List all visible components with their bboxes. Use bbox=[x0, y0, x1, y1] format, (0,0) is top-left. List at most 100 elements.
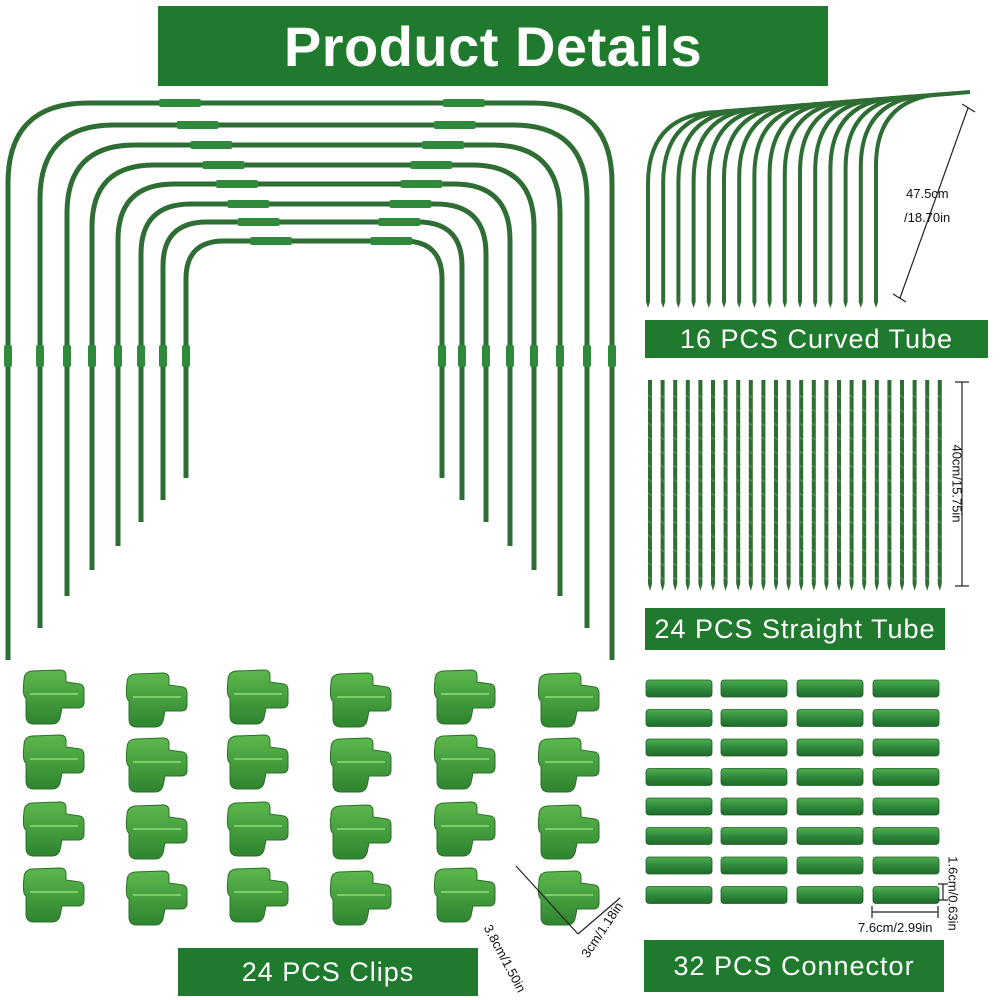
clip bbox=[537, 672, 600, 728]
tube-ridge bbox=[698, 562, 703, 567]
tube-ridge bbox=[761, 394, 766, 399]
tube-ridge bbox=[849, 548, 854, 553]
tube-ridge bbox=[735, 408, 741, 413]
hoop-connector bbox=[190, 141, 233, 149]
tube-ridge bbox=[824, 478, 829, 483]
tube-ridge bbox=[761, 576, 766, 581]
connector bbox=[796, 709, 864, 727]
tube-ridge bbox=[773, 450, 779, 455]
tube-ridge bbox=[836, 450, 842, 455]
hoop-arch bbox=[64, 142, 563, 596]
clip bbox=[329, 870, 392, 926]
tube-ridge bbox=[937, 436, 943, 441]
tube-ridge bbox=[748, 562, 754, 567]
tube-ridge bbox=[773, 422, 779, 427]
hoop-connector bbox=[482, 345, 490, 367]
tube-ridge bbox=[685, 436, 691, 441]
tube-ridge bbox=[798, 506, 804, 511]
tube-ridge bbox=[849, 520, 854, 525]
tube-ridge bbox=[861, 478, 867, 483]
page-title: Product Details bbox=[158, 6, 828, 86]
tube-ridge bbox=[798, 576, 804, 581]
tube-ridge bbox=[824, 464, 829, 469]
connector bbox=[796, 738, 864, 757]
tube-ridge bbox=[811, 422, 817, 427]
tube-ridge bbox=[798, 464, 804, 469]
tube-ridge bbox=[647, 492, 653, 497]
tube-ridge bbox=[647, 436, 653, 441]
hoop-connector bbox=[400, 180, 443, 188]
tube-ridge bbox=[836, 506, 842, 511]
tube-ridge bbox=[899, 492, 905, 497]
hoop-arch bbox=[115, 181, 513, 546]
tube-ridge bbox=[849, 506, 854, 511]
tube-ridge bbox=[786, 394, 791, 399]
tube-ridge bbox=[861, 394, 867, 399]
tube-ridge bbox=[672, 576, 678, 581]
tube-ridge bbox=[874, 478, 880, 483]
tube-ridge bbox=[723, 422, 728, 427]
tube-ridge bbox=[899, 534, 905, 539]
tube-ridge bbox=[748, 408, 754, 413]
tube-ridge bbox=[849, 534, 854, 539]
tube-ridge bbox=[710, 548, 716, 553]
tube-ridge bbox=[748, 492, 754, 497]
tube-ridge bbox=[710, 576, 716, 581]
tube-ridge bbox=[811, 394, 817, 399]
tube-ridge bbox=[937, 408, 943, 413]
clip bbox=[329, 672, 392, 728]
tube-ridge bbox=[660, 394, 665, 399]
tube-ridge bbox=[836, 492, 842, 497]
tube-ridge bbox=[672, 422, 678, 427]
tube-ridge bbox=[811, 464, 817, 469]
tube-ridge bbox=[710, 408, 716, 413]
tube-ridge bbox=[874, 464, 880, 469]
tube-ridge bbox=[824, 422, 829, 427]
tube-ridge bbox=[811, 534, 817, 539]
tube-ridge bbox=[647, 464, 653, 469]
hoop-connector bbox=[583, 345, 591, 367]
clip bbox=[537, 737, 600, 793]
tube-ridge bbox=[798, 520, 804, 525]
tube-ridge bbox=[912, 464, 917, 469]
connector bbox=[645, 827, 713, 845]
tube-tip bbox=[646, 302, 650, 308]
hoop-connector bbox=[88, 345, 96, 367]
tube-ridge bbox=[887, 464, 892, 469]
tube-ridge bbox=[698, 394, 703, 399]
tube-ridge bbox=[836, 548, 842, 553]
tube-tip bbox=[937, 584, 942, 591]
tube-ridge bbox=[761, 562, 766, 567]
tube-ridge bbox=[836, 562, 842, 567]
tube-ridge bbox=[874, 422, 880, 427]
hoop-connector bbox=[216, 180, 258, 188]
tube-ridge bbox=[836, 464, 842, 469]
tube-ridge bbox=[710, 436, 716, 441]
tube-ridge bbox=[685, 394, 691, 399]
tube-ridge bbox=[698, 478, 703, 483]
clip bbox=[537, 804, 600, 860]
tube-ridge bbox=[748, 520, 754, 525]
connector bbox=[872, 679, 940, 698]
straight-tube-length: 40cm/15.75in bbox=[949, 444, 965, 523]
assembled-hoops bbox=[4, 99, 616, 660]
connector bbox=[645, 679, 713, 698]
tube-ridge bbox=[849, 422, 854, 427]
tube-tip bbox=[912, 584, 917, 591]
tube-ridge bbox=[723, 576, 728, 581]
tube-ridge bbox=[924, 562, 930, 567]
tube-ridge bbox=[836, 478, 842, 483]
tube-ridge bbox=[887, 394, 892, 399]
tube-ridge bbox=[660, 408, 665, 413]
tube-ridge bbox=[912, 394, 917, 399]
tube-tip bbox=[862, 584, 867, 591]
tube-ridge bbox=[899, 394, 905, 399]
clip bbox=[125, 870, 188, 926]
tube-ridge bbox=[723, 492, 728, 497]
tube-ridge bbox=[647, 408, 653, 413]
tube-tip bbox=[811, 584, 816, 591]
tube-ridge bbox=[824, 436, 829, 441]
tube-ridge bbox=[874, 394, 880, 399]
hoop-connector bbox=[421, 141, 464, 149]
tube-ridge bbox=[773, 534, 779, 539]
